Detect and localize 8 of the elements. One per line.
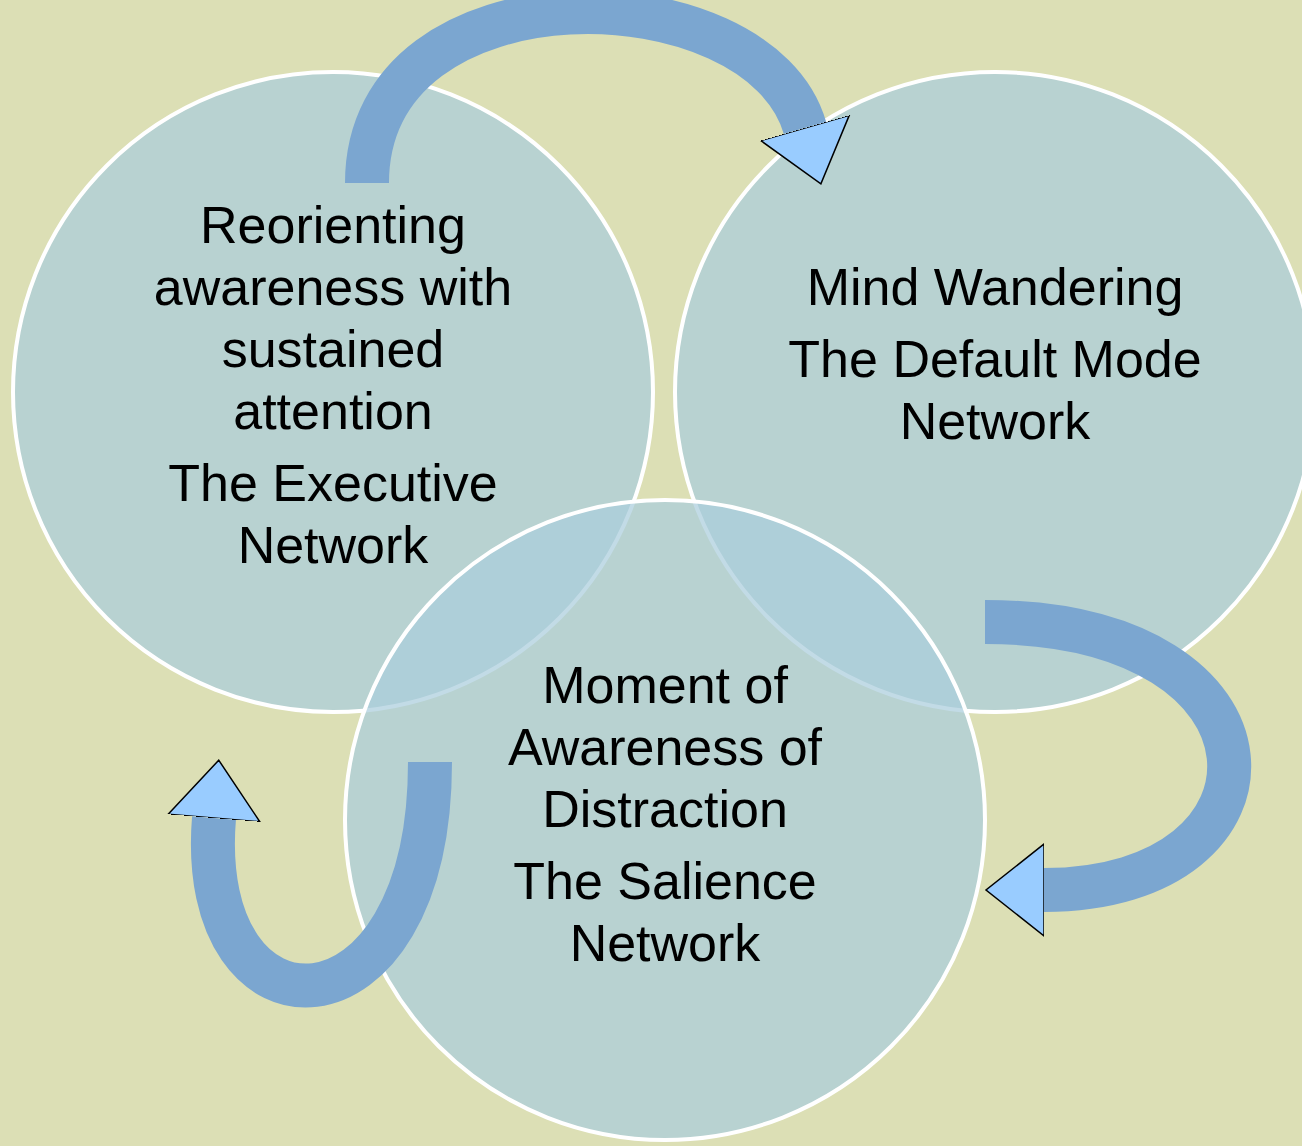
- curved-arrow: [167, 759, 452, 1007]
- curved-arrow: [983, 600, 1251, 937]
- network-name: The Executive Network: [167, 453, 499, 576]
- node-heading: Reorienting awareness with sustained attention: [152, 195, 514, 442]
- network-name: The Salience Network: [512, 851, 818, 974]
- network-name: The Default Mode Network: [787, 329, 1203, 452]
- node-heading: Mind Wandering: [805, 257, 1185, 318]
- node-heading: Moment of Awareness of Distraction: [506, 655, 824, 840]
